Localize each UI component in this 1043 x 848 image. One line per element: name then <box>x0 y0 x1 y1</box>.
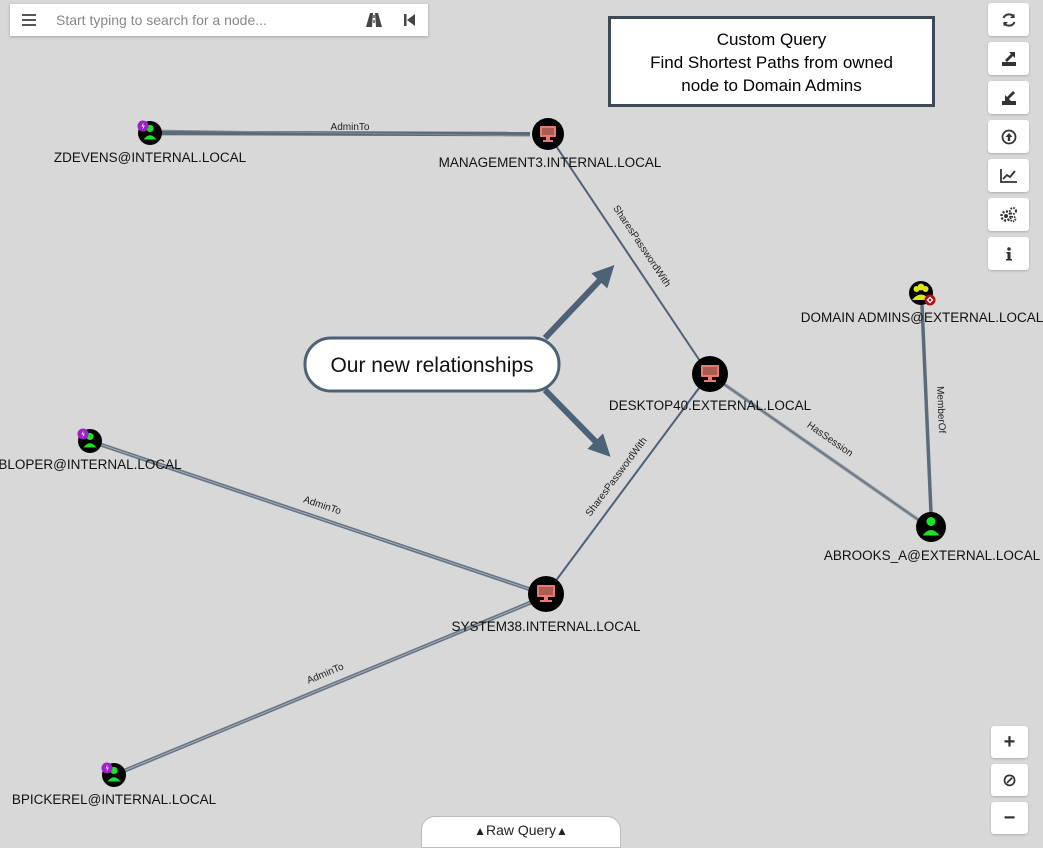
edge-abrooks-domain-admins[interactable]: MemberOf <box>920 304 947 514</box>
node-domain-admins[interactable]: DOMAIN ADMINS@EXTERNAL.LOCAL <box>801 281 1043 325</box>
right-toolbar <box>988 3 1029 276</box>
node-bloper[interactable]: BLOPER@INTERNAL.LOCAL <box>0 428 182 473</box>
node-label: DOMAIN ADMINS@EXTERNAL.LOCAL <box>801 310 1043 325</box>
node-zdevens[interactable]: ZDEVENS@INTERNAL.LOCAL <box>54 120 247 166</box>
reset-zoom-icon: ⊘ <box>1001 769 1018 790</box>
edge-label: MemberOf <box>934 386 947 434</box>
hamburger-menu-icon <box>22 14 36 26</box>
node-label: DESKTOP40.EXTERNAL.LOCAL <box>609 398 812 413</box>
node-system38[interactable]: SYSTEM38.INTERNAL.LOCAL <box>451 576 641 634</box>
edges: AdminTo SharesPasswordWith SharesPasswor… <box>89 122 947 777</box>
pathfinding-button[interactable] <box>356 4 392 36</box>
zoom-controls: + ⊘ − <box>991 726 1028 840</box>
node-desktop40[interactable]: DESKTOP40.EXTERNAL.LOCAL <box>609 356 812 413</box>
import-graph-button[interactable] <box>988 81 1029 114</box>
node-search-input[interactable] <box>48 12 356 28</box>
query-description-line2: node to Domain Admins <box>681 76 862 95</box>
computer-icon <box>540 126 556 142</box>
callout-bubble <box>303 336 561 393</box>
node-label: MANAGEMENT3.INTERNAL.LOCAL <box>439 155 662 170</box>
step-backward-icon <box>404 14 415 26</box>
refresh-icon <box>1002 12 1015 27</box>
node-label: ABROOKS_A@EXTERNAL.LOCAL <box>824 548 1041 563</box>
zoom-reset-button[interactable]: ⊘ <box>991 764 1028 796</box>
chart-icon <box>1000 168 1017 183</box>
refresh-button[interactable] <box>988 3 1029 36</box>
user-icon <box>922 517 940 536</box>
raw-query-label: Raw Query <box>485 822 557 838</box>
high-value-badge-icon <box>924 294 936 306</box>
edge-zdevens-management3[interactable]: AdminTo <box>149 122 531 137</box>
node-label: BPICKEREL@INTERNAL.LOCAL <box>12 792 217 807</box>
search-bar <box>10 4 428 36</box>
export-graph-button[interactable] <box>988 42 1029 75</box>
settings-icon <box>1000 206 1017 222</box>
road-icon <box>366 13 382 27</box>
about-button[interactable] <box>988 237 1029 270</box>
upload-icon <box>1001 129 1016 144</box>
node-abrooks[interactable]: ABROOKS_A@EXTERNAL.LOCAL <box>824 512 1041 563</box>
node-label: SYSTEM38.INTERNAL.LOCAL <box>451 619 641 634</box>
node-bpickerel[interactable]: BPICKEREL@INTERNAL.LOCAL <box>12 762 217 808</box>
chevron-up-icon: ▲ <box>556 824 568 838</box>
node-label: ZDEVENS@INTERNAL.LOCAL <box>54 150 247 165</box>
menu-button[interactable] <box>10 4 48 36</box>
edge-label: SharesPasswordWith <box>610 204 672 290</box>
callout-text: Our new relationships <box>330 354 533 377</box>
info-icon <box>1005 246 1012 260</box>
nodes: ZDEVENS@INTERNAL.LOCAL MANAGEMENT3.INTER… <box>0 118 1043 807</box>
node-label: BLOPER@INTERNAL.LOCAL <box>0 457 182 472</box>
edge-label: HasSession <box>805 420 855 460</box>
computer-icon <box>701 365 719 382</box>
chevron-up-icon: ▲ <box>474 824 486 838</box>
raw-query-toggle[interactable]: ▲Raw Query▲ <box>421 816 621 848</box>
zoom-out-button[interactable]: − <box>991 802 1028 834</box>
query-description-line1: Find Shortest Paths from owned <box>650 53 893 72</box>
edge-label: SharesPasswordWith <box>584 435 650 518</box>
zoom-in-button[interactable]: + <box>991 726 1028 758</box>
plus-icon: + <box>1003 730 1016 753</box>
upload-data-button[interactable] <box>988 120 1029 153</box>
database-info-button[interactable] <box>988 159 1029 192</box>
query-title: Custom Query <box>716 30 827 49</box>
owned-badge-icon <box>77 428 89 440</box>
computer-icon <box>537 585 555 602</box>
owned-badge-icon <box>101 762 113 774</box>
callout: Our new relationships <box>303 264 615 457</box>
back-button[interactable] <box>392 4 428 36</box>
node-management3[interactable]: MANAGEMENT3.INTERNAL.LOCAL <box>439 118 662 170</box>
export-icon <box>1001 51 1016 66</box>
owned-badge-icon <box>137 120 149 132</box>
import-icon <box>1001 90 1016 105</box>
group-icon <box>912 283 930 300</box>
query-info-box: Custom Query Find Shortest Paths from ow… <box>608 16 935 107</box>
minus-icon: − <box>1003 806 1016 829</box>
settings-button[interactable] <box>988 198 1029 231</box>
edge-label: AdminTo <box>331 122 370 133</box>
